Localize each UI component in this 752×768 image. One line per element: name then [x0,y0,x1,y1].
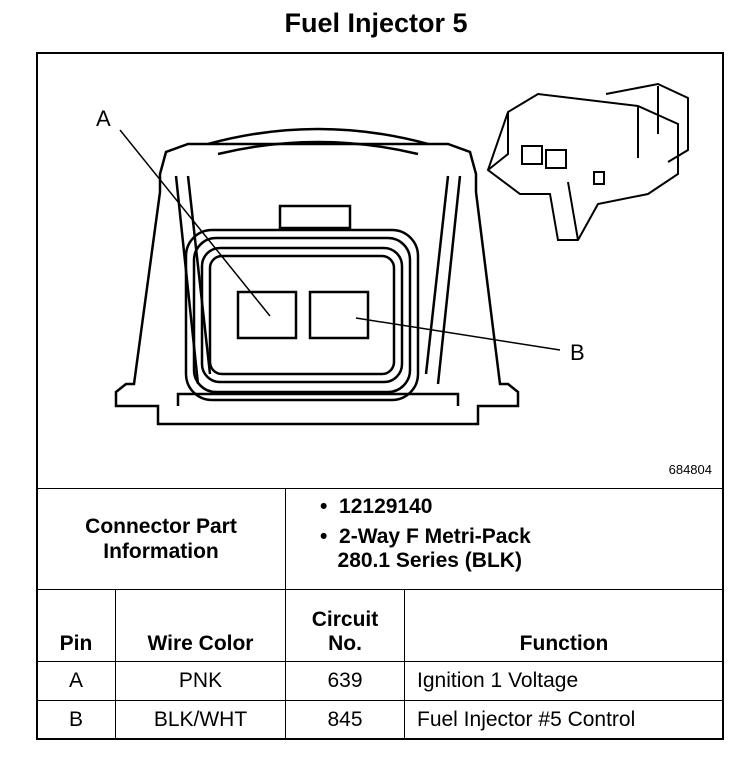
circuit-cell: 845 [285,700,405,740]
callout-a: A [96,106,111,131]
part-number-item: • 12129140 [320,495,433,518]
table-row: B BLK/WHT 845 Fuel Injector #5 Control [36,700,724,740]
description-item: • 2-Way F Metri-Pack 280.1 Series (BLK) [320,525,531,572]
latch-arc [207,127,429,146]
pin-cell: A [36,661,116,701]
figure-id: 684804 [668,462,712,477]
cavity-outline-outer [184,228,420,402]
leader-b [355,317,561,351]
part-number: 12129140 [339,495,433,518]
circuit-cell: 639 [285,661,405,701]
diagram-frame: A B 684804 Connector Part Information • … [36,52,724,740]
connector-label-line2: Information [103,540,219,563]
connector-info-table: Connector Part Information • 12129140 • … [36,488,724,740]
table-row: A PNK 639 Ignition 1 Voltage [36,661,724,701]
pin-cell: B [36,700,116,740]
connector-shell [114,142,520,426]
page-title: Fuel Injector 5 [284,8,468,38]
callout-b: B [570,340,585,365]
header-circuit: Circuit No. [285,589,405,662]
connector-label-line1: Connector Part [85,514,237,538]
header-pin: Pin [36,589,116,662]
header-wire-color: Wire Color [115,589,286,662]
connector-3d-view [486,82,689,241]
description-line2: 280.1 Series (BLK) [337,549,522,572]
function-cell: Ignition 1 Voltage [404,661,724,701]
connector-diagram [114,82,689,426]
wire-color-cell: PNK [115,661,286,701]
header-function: Function [404,589,724,662]
connector-part-details: • 12129140 • 2-Way F Metri-Pack 280.1 Se… [285,488,724,590]
leader-a [119,129,271,317]
description-line1: 2-Way F Metri-Pack [339,525,531,548]
connector-part-label: Connector Part Information [36,488,286,590]
top-tab [278,204,352,230]
cavity-b [308,290,370,340]
cavity-a [236,290,298,340]
header-row: Pin Wire Color Circuit No. Function [36,589,724,662]
header-circuit-line1: Circuit [311,608,379,631]
header-circuit-line2: No. [328,632,362,655]
function-cell: Fuel Injector #5 Control [404,700,724,740]
connector-part-row: Connector Part Information • 12129140 • … [36,488,724,590]
wire-color-cell: BLK/WHT [115,700,286,740]
